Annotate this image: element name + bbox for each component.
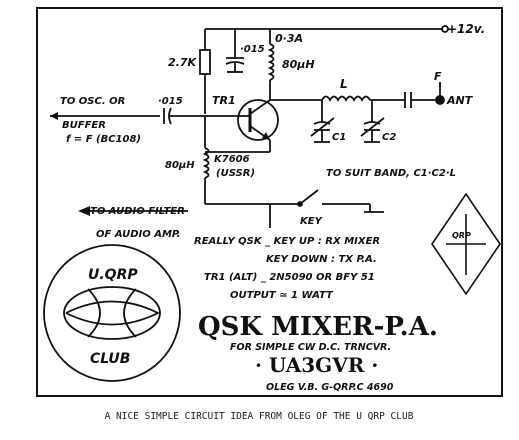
emitter-part-2: (USSR) bbox=[216, 168, 255, 179]
decouple-cap-label: ·015 bbox=[240, 44, 265, 55]
title-main: QSK MIXER-P.A. bbox=[198, 312, 438, 342]
choke-ind-label: 80μH bbox=[282, 58, 315, 71]
input-cap-label: ·015 bbox=[158, 96, 183, 107]
diamond-logo bbox=[431, 192, 501, 296]
club-logo bbox=[43, 244, 181, 382]
diamond-text: QRP bbox=[452, 231, 471, 240]
transistor-label: TR1 bbox=[212, 94, 236, 107]
c1-label: C1 bbox=[332, 132, 346, 143]
title-call: · UA3GVR · bbox=[255, 353, 378, 377]
coil-label: L bbox=[340, 77, 348, 91]
suit-band-label: TO SUIT BAND, C1·C2·L bbox=[326, 168, 456, 179]
audio-arrow bbox=[78, 206, 90, 216]
r1-label: 2.7K bbox=[168, 56, 197, 69]
emitter-choke-label: 80μH bbox=[165, 160, 195, 171]
note-line-2: KEY DOWN : TX P.A. bbox=[266, 254, 377, 265]
emitter-part-1: K7606 bbox=[214, 154, 250, 165]
logo-top-text: U.QRP bbox=[88, 267, 138, 283]
audio-label-1: TO AUDIO FILTER bbox=[90, 206, 185, 217]
supply-label: +12v. bbox=[447, 22, 485, 36]
note-line-3: TR1 (ALT) _ 2N5090 OR BFY 51 bbox=[204, 272, 375, 283]
note-line-4: OUTPUT ≃ 1 WATT bbox=[230, 290, 334, 301]
logo-bottom-text: CLUB bbox=[90, 351, 130, 367]
antenna-label: ANT bbox=[446, 94, 474, 107]
input-label-3: f = F (BC108) bbox=[66, 134, 141, 145]
note-line-1: REALLY QSK _ KEY UP : RX MIXER bbox=[194, 236, 380, 247]
input-label-2: BUFFER bbox=[62, 120, 106, 131]
input-label-1: TO OSC. OR bbox=[60, 96, 125, 107]
title-sub: FOR SIMPLE CW D.C. TRNCVR. bbox=[230, 342, 391, 353]
key-label: KEY bbox=[300, 216, 324, 227]
title-author: OLEG V.B. G-QRP.C 4690 bbox=[266, 382, 394, 393]
c2-label: C2 bbox=[382, 132, 396, 143]
choke-current-label: 0·3A bbox=[275, 32, 303, 45]
caption: A NICE SIMPLE CIRCUIT IDEA FROM OLEG OF … bbox=[105, 411, 414, 422]
circuit-wires bbox=[50, 25, 449, 228]
antenna-freq-label: F bbox=[434, 70, 442, 83]
audio-label-2: OF AUDIO AMP. bbox=[96, 229, 180, 240]
outer-border bbox=[36, 7, 503, 397]
